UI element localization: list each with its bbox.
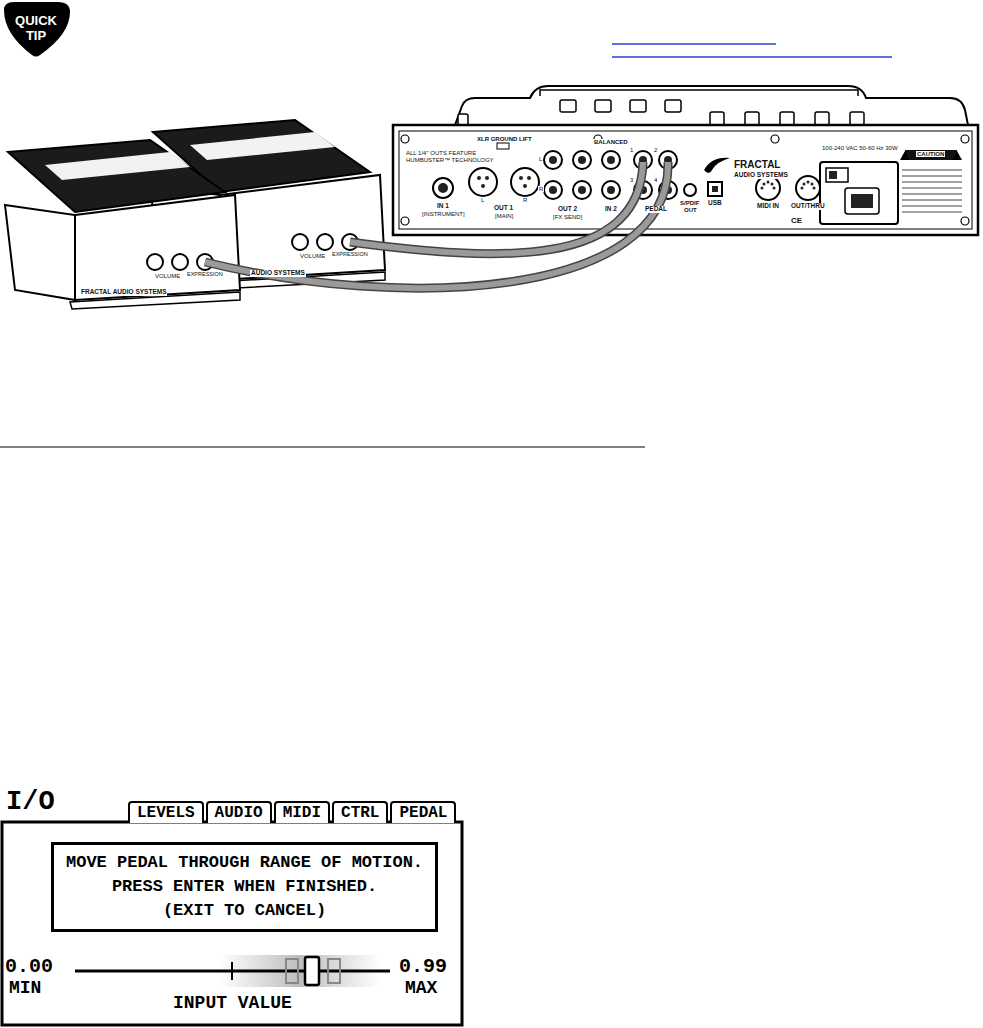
- panel-label: HUMBUSTER™ TECHNOLOGY: [405, 157, 495, 163]
- panel-label: MIDI IN: [756, 203, 780, 210]
- panel-label: VOLUME: [154, 273, 181, 279]
- menu-tab: PEDAL: [390, 801, 456, 823]
- panel-label: PEDAL: [644, 206, 668, 213]
- menu-tab: MIDI: [274, 801, 330, 823]
- panel-label: EXPRESSION: [186, 272, 224, 278]
- panel-label: [FX SEND]: [552, 214, 583, 220]
- panel-label: FRACTAL: [733, 160, 781, 171]
- panel-label: OUT: [683, 207, 698, 213]
- tab-label: MIDI: [283, 804, 321, 823]
- screen-label: 0.00: [4, 956, 54, 977]
- panel-label: AUDIO SYSTEMS: [250, 270, 306, 277]
- panel-label: VOLUME: [299, 253, 326, 259]
- panel-label: CE: [790, 217, 803, 225]
- panel-label: L: [480, 197, 485, 203]
- panel-label: R: [538, 186, 544, 192]
- screen-label: I/O: [5, 788, 56, 816]
- panel-label: 100-240 VAC 50-60 Hz 30W: [821, 145, 899, 151]
- panel-label: [MAIN]: [494, 213, 514, 219]
- menu-tab: LEVELS: [128, 801, 204, 823]
- panel-label: 4: [653, 177, 658, 183]
- panel-label: OUT/THRU: [790, 203, 826, 210]
- panel-label: 3: [629, 177, 634, 183]
- panel-label: IN 1: [436, 203, 450, 210]
- quick-tip-badge: QUICK TIP: [0, 0, 72, 58]
- panel-label: AUDIO SYSTEMS: [733, 172, 789, 179]
- screen-label: 0.99: [398, 956, 448, 977]
- panel-label: BALANCED: [593, 139, 629, 145]
- message-line: MOVE PEDAL THROUGH RANGE OF MOTION.: [66, 851, 423, 875]
- panel-label: ALL 1/4" OUTS FEATURE: [405, 150, 477, 156]
- screen-label: INPUT VALUE: [172, 994, 293, 1013]
- tab-label: CTRL: [341, 804, 379, 823]
- panel-label: OUT 1: [493, 205, 514, 212]
- panel-label: IN 2: [604, 206, 618, 213]
- panel-label: L: [538, 156, 543, 162]
- message-line: (EXIT TO CANCEL): [66, 899, 423, 923]
- panel-label: EXPRESSION: [331, 252, 369, 258]
- message-line: PRESS ENTER WHEN FINISHED.: [66, 875, 423, 899]
- badge-text: QUICK TIP: [12, 14, 60, 44]
- tab-label: PEDAL: [399, 804, 447, 823]
- panel-label: XLR GROUND LIFT: [476, 136, 533, 142]
- panel-label: FRACTAL AUDIO SYSTEMS: [80, 289, 167, 296]
- panel-label: R: [522, 197, 528, 203]
- panel-label: OUT 2: [557, 206, 578, 213]
- panel-label: USB: [707, 200, 723, 207]
- panel-label: 1: [629, 147, 634, 153]
- tab-label: LEVELS: [137, 804, 195, 823]
- tab-label: AUDIO: [215, 804, 263, 823]
- message-box: MOVE PEDAL THROUGH RANGE OF MOTION.PRESS…: [51, 842, 438, 932]
- screen-label: MAX: [404, 979, 438, 998]
- menu-tab: CTRL: [332, 801, 388, 823]
- panel-label: S/PDIF: [679, 200, 700, 206]
- panel-label: CAUTION: [916, 151, 945, 157]
- menu-tab: AUDIO: [206, 801, 272, 823]
- screen-label: MIN: [8, 979, 42, 998]
- panel-label: 2: [653, 147, 658, 153]
- panel-label: [INSTRUMENT]: [421, 211, 466, 217]
